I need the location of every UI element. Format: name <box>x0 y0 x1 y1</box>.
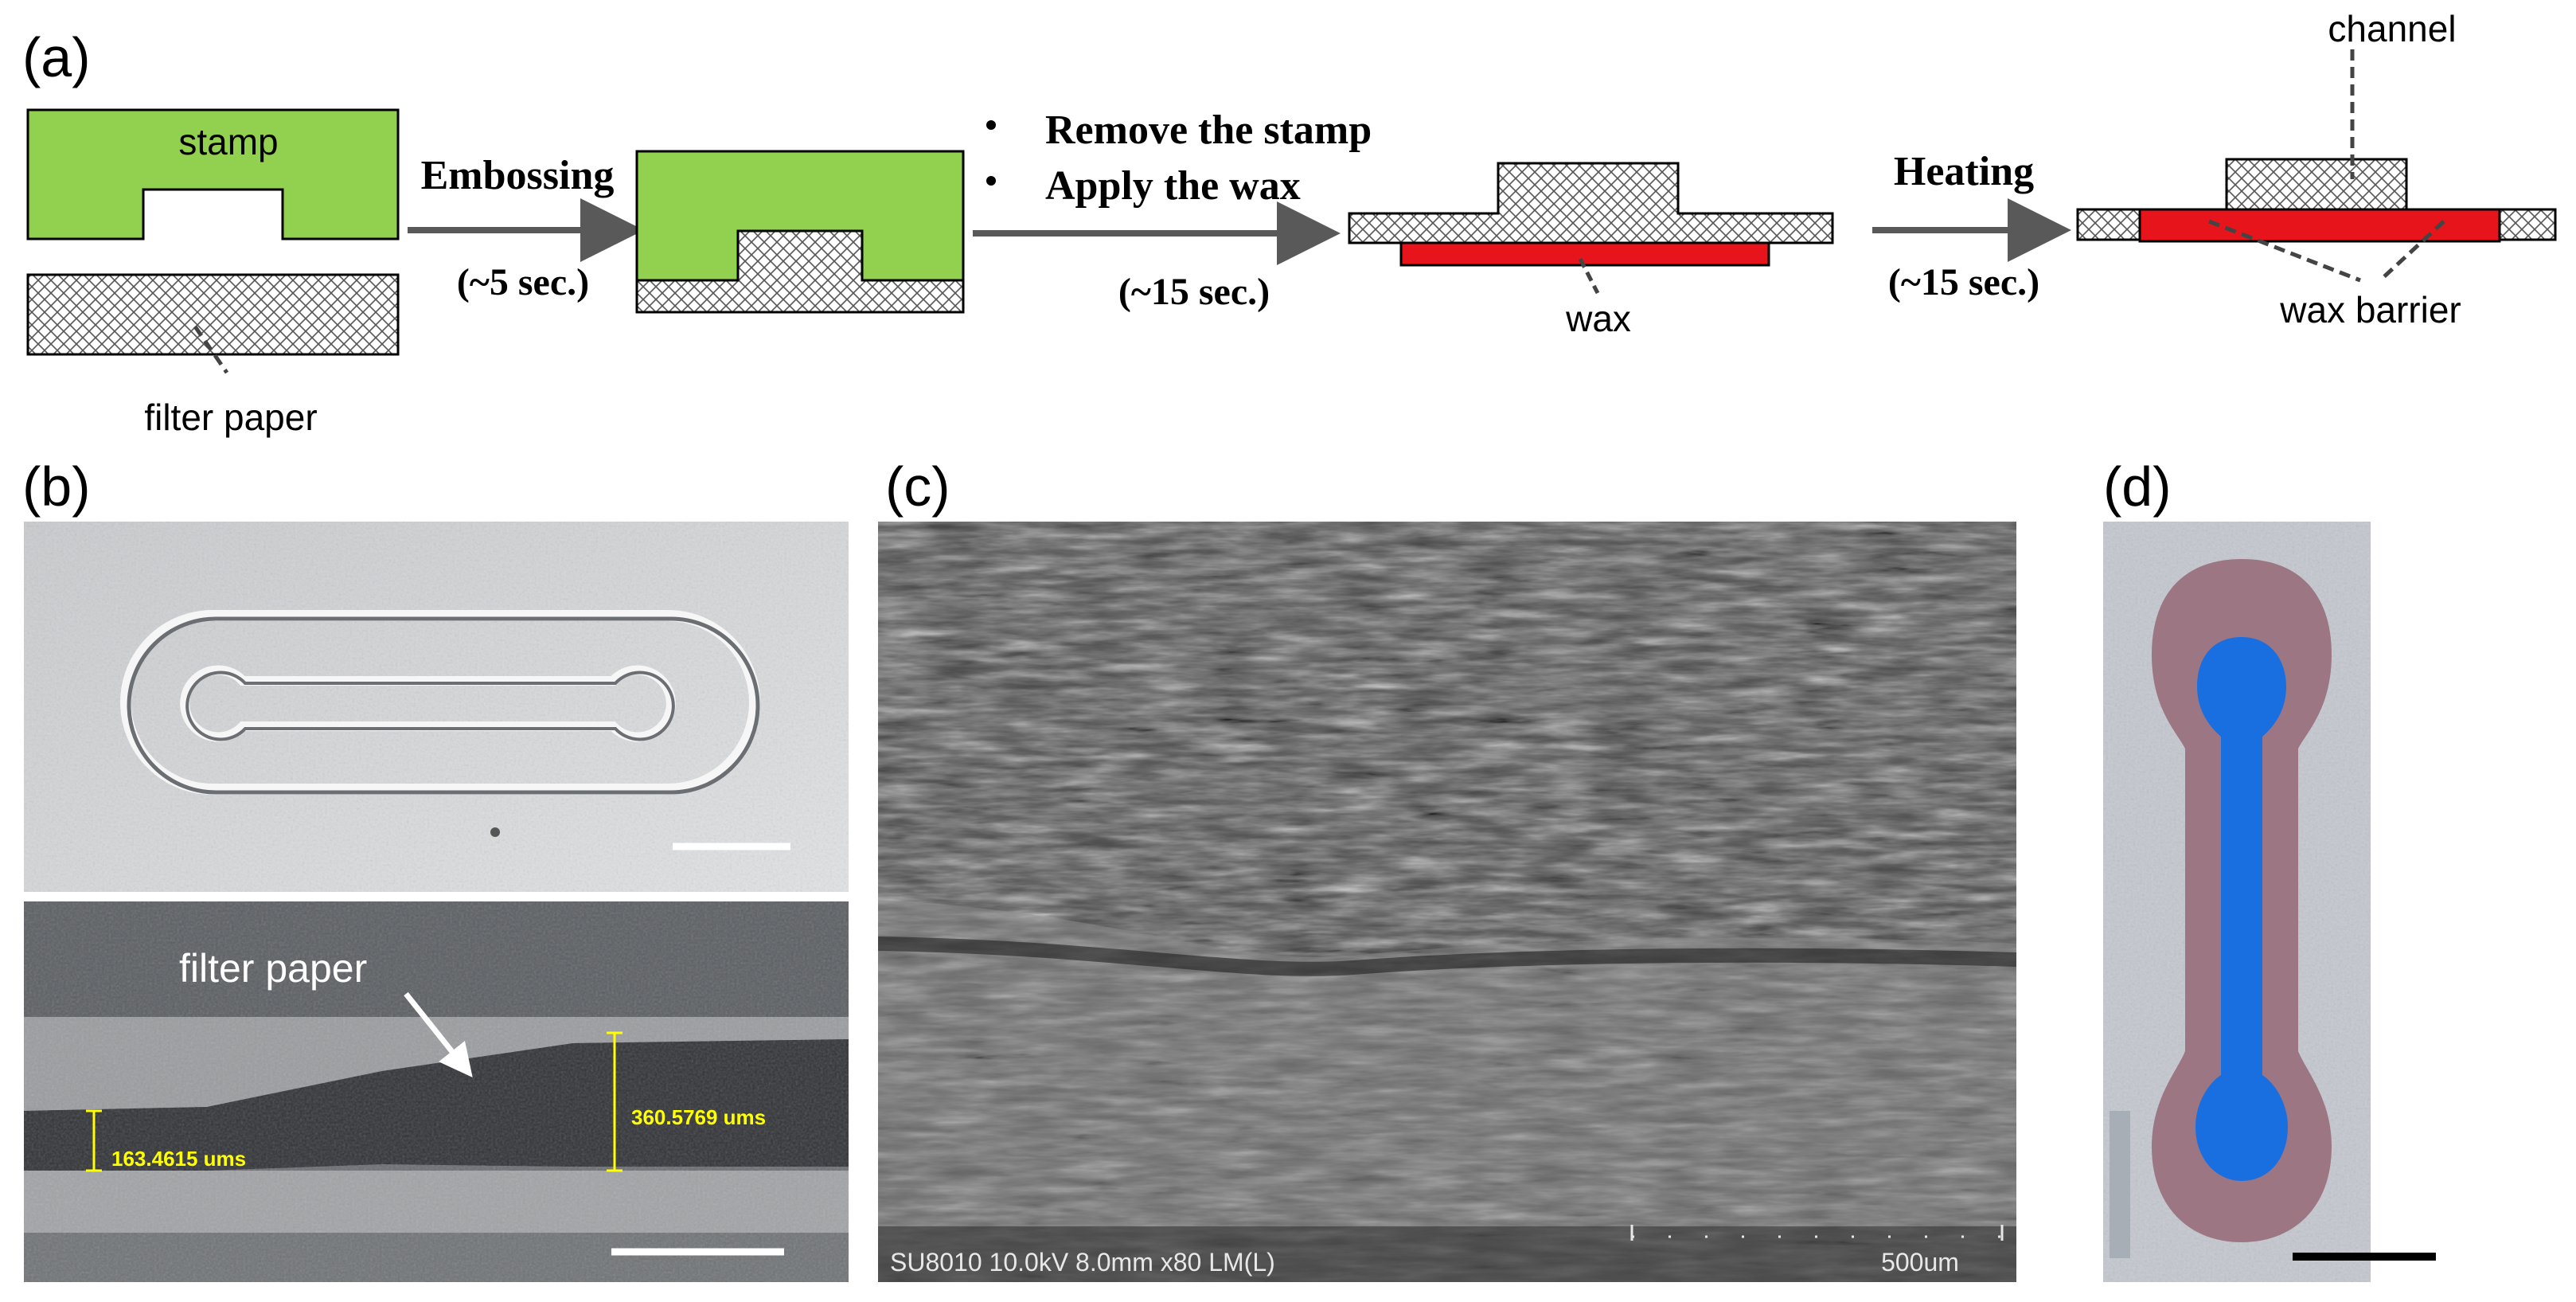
paper-with-wax <box>1348 162 1834 244</box>
heating-label: Heating <box>1894 149 2034 194</box>
panel-a: (a) stamp filter paper Embossing (~5 sec… <box>22 8 2557 438</box>
blue-dye-channel <box>2195 637 2288 1181</box>
measure-left <box>86 1109 102 1172</box>
panel-b: (b) filter paper 163.4615 ums <box>22 456 849 1282</box>
channel-raised <box>2225 158 2408 211</box>
channel-label: channel <box>2328 8 2456 49</box>
final-right-paper <box>2498 208 2557 241</box>
sem-scale-text: 500um <box>1881 1248 1959 1277</box>
filter-paper-label: filter paper <box>144 397 317 438</box>
bullet-1 <box>986 120 996 130</box>
sem-image <box>878 522 2016 1282</box>
remove-stamp-text: Remove the stamp <box>1045 108 1372 153</box>
panel-c-label: (c) <box>885 456 950 518</box>
wax-barrier-band <box>2138 208 2501 243</box>
embossed-photo-texture <box>24 522 849 892</box>
final-left-paper <box>2076 208 2141 241</box>
speck <box>490 827 500 837</box>
measure-right-text: 360.5769 ums <box>631 1105 766 1129</box>
pressed-stamp <box>635 150 965 282</box>
barrier-pointer-left <box>2208 219 2361 283</box>
wax-pointer <box>1578 257 1600 295</box>
bullet-2 <box>986 176 996 186</box>
measure-right <box>607 1031 623 1172</box>
sem-info: SU8010 10.0kV 8.0mm x80 LM(L) <box>890 1248 1275 1277</box>
side-strip <box>2110 1111 2130 1258</box>
embossing-time: (~5 sec.) <box>457 261 589 303</box>
cross-section-texture <box>24 901 849 1282</box>
panel-d: (d) <box>2103 456 2436 1282</box>
panel-b-label: (b) <box>22 456 91 518</box>
stamp-shape <box>26 108 400 240</box>
barrier-pointer-right <box>2379 220 2445 282</box>
wax-layer <box>1399 241 1770 267</box>
dumbbell-emboss <box>120 610 760 795</box>
measure-left-text: 163.4615 ums <box>111 1147 246 1171</box>
wax-time: (~15 sec.) <box>1118 271 1270 313</box>
filter-paper-strip <box>26 273 400 356</box>
embossing-label: Embossing <box>421 153 615 198</box>
panel-d-label: (d) <box>2103 456 2172 518</box>
apply-wax-text: Apply the wax <box>1045 163 1301 209</box>
paper-pointer <box>193 325 229 374</box>
filter-paper-annotation: filter paper <box>179 946 367 991</box>
sem-scale-ticks <box>1630 1225 2004 1241</box>
panel-a-label: (a) <box>22 26 91 88</box>
annotation-arrow <box>404 991 473 1077</box>
stamp-label: stamp <box>178 121 278 162</box>
heating-time: (~15 sec.) <box>1888 261 2039 303</box>
wax-barrier-label: wax barrier <box>2279 289 2461 330</box>
wax-label: wax <box>1565 298 1631 339</box>
panel-c: (c) SU8010 10.0kV 8.0mm x80 LM(L) 500um <box>878 456 2016 1282</box>
